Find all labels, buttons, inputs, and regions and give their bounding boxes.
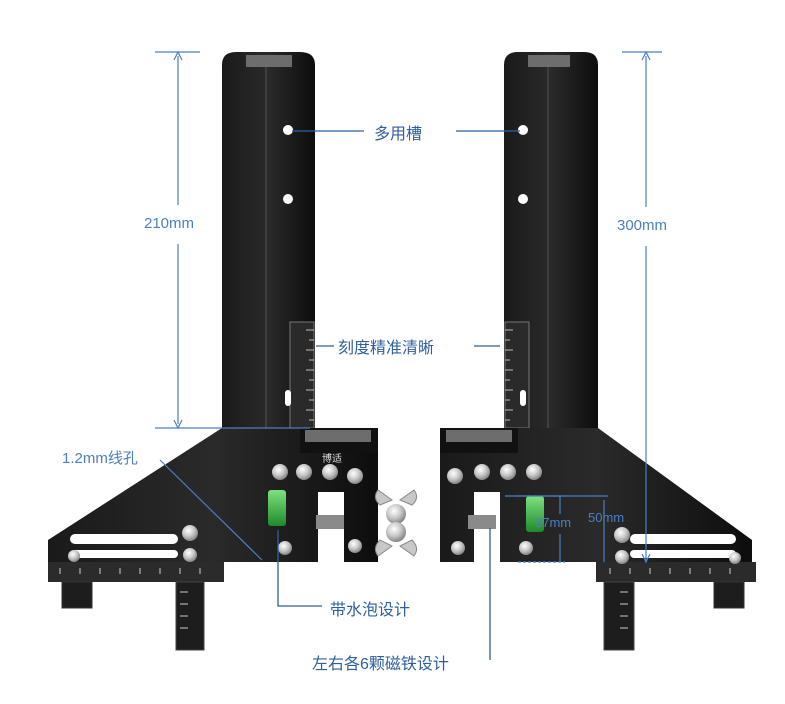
side-scale — [289, 321, 315, 429]
slot-hole — [283, 194, 293, 204]
right-height-label: 300mm — [617, 217, 668, 234]
right-ruler-tool — [440, 52, 756, 651]
magnets-label: 左右各6颗磁铁设计 — [312, 656, 449, 673]
slot-hole — [285, 390, 291, 406]
brand-mark: 博适 — [322, 452, 342, 465]
slot-hole — [283, 125, 293, 135]
bubble-level — [268, 490, 286, 526]
dimension-lines — [155, 50, 662, 564]
left-ruler-tool: 博适 — [48, 52, 378, 651]
slot-label: 多用槽 — [374, 126, 423, 143]
scale-label: 刻度精准清晰 — [338, 340, 435, 357]
dim-37-label: 37mm — [535, 515, 572, 530]
dim-50-label: 50mm — [588, 510, 625, 525]
wing-nut — [374, 489, 418, 557]
head-scale — [305, 430, 371, 442]
callout-lines — [277, 130, 520, 660]
left-height-label: 210mm — [144, 215, 195, 232]
hole-label: 1.2mm线孔 — [62, 450, 138, 467]
bubble-label: 带水泡设计 — [330, 602, 411, 619]
top-scale — [246, 55, 292, 67]
